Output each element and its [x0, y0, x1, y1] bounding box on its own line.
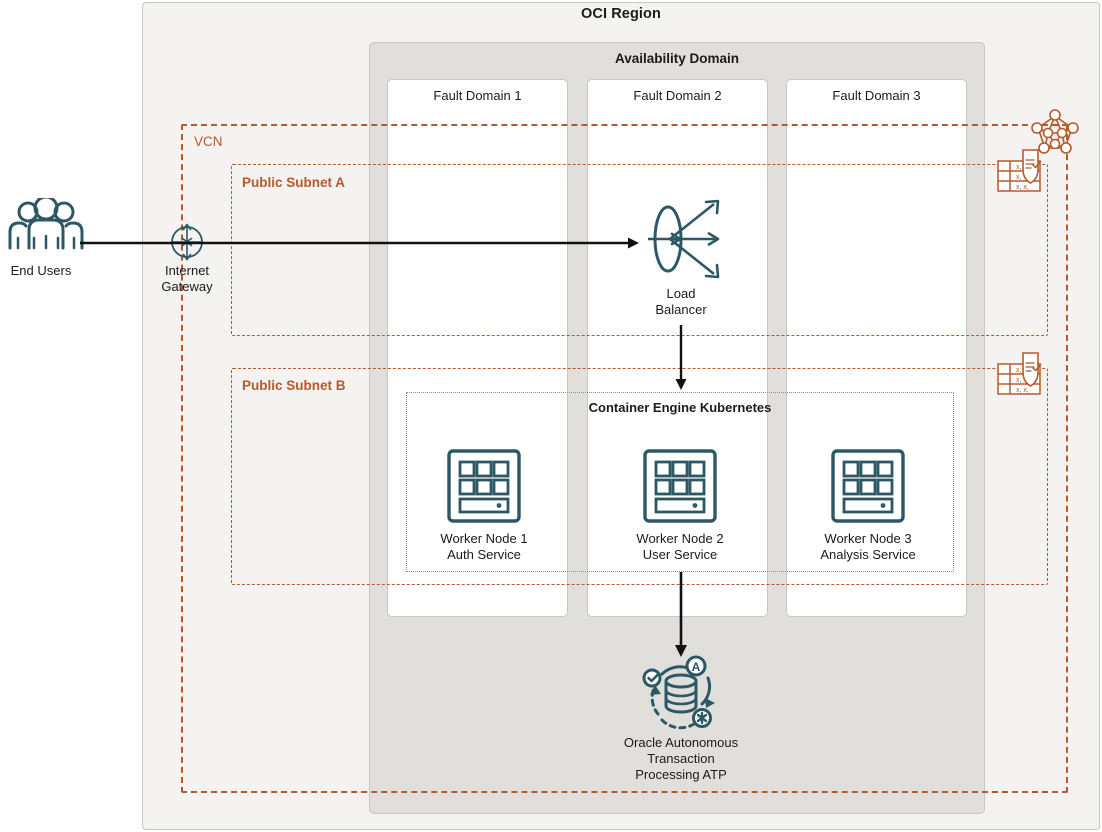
vcn-label: VCN	[194, 134, 223, 149]
fault-domain-2-container	[587, 79, 768, 617]
worker-node-2-label: Worker Node 2 User Service	[605, 531, 755, 563]
internet-gateway-label-line2: Gateway	[161, 279, 213, 294]
database-label-line1: Oracle Autonomous	[623, 735, 739, 750]
fault-domain-2-title: Fault Domain 2	[633, 88, 722, 103]
vcn-container	[181, 124, 1068, 793]
network-mesh-icon	[1030, 108, 1080, 154]
connector-endusers-to-loadbalancer	[80, 236, 640, 249]
svg-text:x, x,: x, x,	[1016, 387, 1029, 394]
fault-domain-3-title: Fault Domain 3	[832, 88, 921, 103]
svg-text:x,: x,	[1016, 377, 1022, 384]
load-balancer-icon	[646, 198, 724, 280]
availability-domain-title: Availability Domain	[614, 51, 740, 66]
svg-text:x,: x,	[1016, 164, 1022, 171]
security-list-icon: x, x, x, x,	[997, 350, 1049, 400]
worker-node-1-label-line1: Worker Node 1	[440, 531, 528, 546]
worker-node-icon	[445, 448, 523, 524]
end-users-label: End Users	[10, 263, 72, 278]
container-engine-kubernetes-container	[406, 392, 954, 572]
public-subnet-b-label: Public Subnet B	[242, 378, 346, 393]
fault-domain-1-title: Fault Domain 1	[433, 88, 522, 103]
internet-gateway-label: Internet Gateway	[146, 263, 228, 295]
database-label-line3: Processing ATP	[635, 767, 727, 782]
load-balancer-label-line1: Load	[666, 286, 696, 301]
oci-region-title: OCI Region	[581, 6, 661, 22]
connector-oke-to-database	[674, 572, 688, 658]
database-label-line2: Transaction	[647, 751, 715, 766]
connector-loadbalancer-to-oke	[674, 325, 688, 391]
load-balancer-label-line2: Balancer	[655, 302, 707, 317]
worker-node-3-label-line1: Worker Node 3	[824, 531, 912, 546]
worker-node-1-label: Worker Node 1 Auth Service	[409, 531, 559, 563]
autonomous-database-icon: A	[638, 652, 724, 734]
autonomous-database-label: Oracle Autonomous Transaction Processing…	[588, 735, 774, 783]
internet-gateway-label-line1: Internet	[164, 263, 210, 278]
worker-node-3-label-line2: Analysis Service	[820, 547, 916, 562]
fault-domain-3-container	[786, 79, 967, 617]
worker-node-icon	[641, 448, 719, 524]
worker-node-icon	[829, 448, 907, 524]
users-icon	[6, 195, 86, 250]
public-subnet-b-container	[231, 368, 1048, 585]
fault-domain-1-container	[387, 79, 568, 617]
security-list-icon: x, x, x, x,	[997, 147, 1049, 197]
container-engine-kubernetes-title: Container Engine Kubernetes	[588, 400, 772, 415]
worker-node-2-label-line2: User Service	[642, 547, 718, 562]
worker-node-1-label-line2: Auth Service	[447, 547, 521, 562]
svg-text:x, x,: x, x,	[1016, 184, 1029, 191]
load-balancer-label: Load Balancer	[638, 286, 724, 318]
svg-text:A: A	[692, 660, 701, 674]
worker-node-3-label: Worker Node 3 Analysis Service	[793, 531, 943, 563]
public-subnet-a-container	[231, 164, 1048, 336]
worker-node-2-label-line1: Worker Node 2	[636, 531, 724, 546]
svg-text:x,: x,	[1016, 367, 1022, 374]
public-subnet-a-label: Public Subnet A	[242, 175, 346, 190]
svg-text:x,: x,	[1016, 174, 1022, 181]
